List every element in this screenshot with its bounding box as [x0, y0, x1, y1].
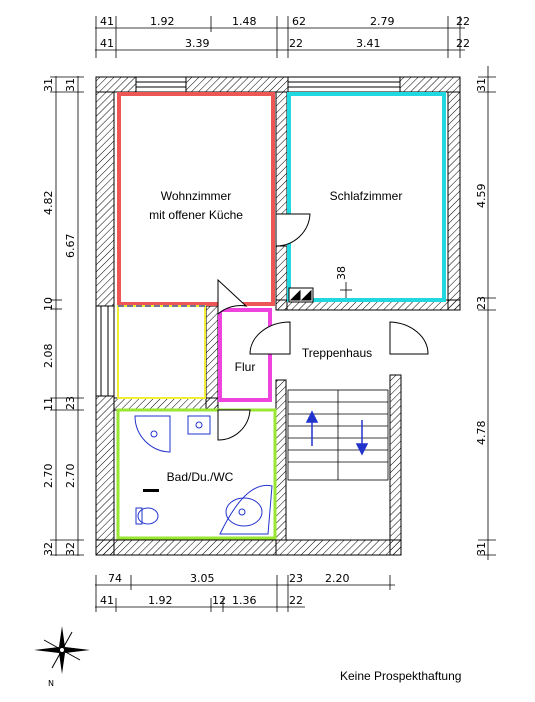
top-dimension-texts-row2: 41 3.39 22 3.41 22	[100, 37, 470, 50]
disclaimer-text: Keine Prospekthaftung	[340, 669, 461, 683]
dim-left-7: 32	[42, 542, 55, 556]
dim-top-4: 62	[292, 15, 306, 28]
door-schlafzimmer	[275, 213, 311, 247]
room-outline-diele	[117, 305, 206, 399]
room-outline-schlafzimmer	[287, 92, 446, 302]
right-dimension-texts: 31 4.59 23 4.78 31	[475, 78, 488, 556]
dim-bottom-3: 23	[289, 572, 303, 585]
top-dimension-texts-row1: 41 1.92 1.48 62 2.79 22	[100, 15, 470, 28]
dim-bottom2-4: 1.36	[232, 594, 257, 607]
dim-top-1: 41	[100, 15, 114, 28]
left-dimension-texts-inner: 31 6.67 23 2.70 32	[64, 78, 77, 556]
dim-right-2: 4.59	[475, 184, 488, 209]
door-bad	[217, 409, 251, 441]
compass-icon	[34, 626, 90, 674]
dim-bottom2-3: 12	[212, 594, 226, 607]
room-label-schlafzimmer: Schlafzimmer	[330, 189, 403, 203]
dim-right-1: 31	[475, 78, 488, 92]
room-label-treppenhaus: Treppenhaus	[302, 346, 372, 360]
room-outline-bad	[116, 408, 277, 540]
stair-arrows	[305, 410, 369, 456]
dim-top-5: 2.79	[370, 15, 395, 28]
sink-icon	[187, 415, 211, 435]
dim-left-1: 31	[42, 78, 55, 92]
bathtub-icon	[219, 484, 273, 535]
toilet-icon	[137, 507, 159, 525]
bottom-dimension-lines	[95, 575, 395, 612]
dim-left-3: 10	[42, 297, 55, 311]
top-dimension-lines	[95, 16, 465, 58]
dim-left-5: 11	[42, 397, 55, 411]
bath-towel-rail	[143, 489, 159, 492]
staircase	[287, 389, 389, 481]
dim-leftin-4: 2.70	[64, 464, 77, 489]
bottom-dimension-texts-row1: 74 3.05 23 2.20	[108, 572, 350, 585]
room-label-bad: Bad/Du./WC	[167, 470, 234, 484]
left-dimension-texts-outer: 31 4.82 10 2.08 11 2.70 32	[42, 78, 55, 556]
windows	[95, 76, 401, 397]
dim-bottom2-2: 1.92	[148, 594, 173, 607]
door-treppenhaus	[249, 321, 291, 355]
compass-label: N	[48, 679, 54, 688]
dim-bottom-2: 3.05	[190, 572, 215, 585]
dim-left-6: 2.70	[42, 464, 55, 489]
left-dimension-lines	[50, 76, 84, 556]
dim-top-6: 22	[456, 15, 470, 28]
door-wohnzimmer-flur	[217, 278, 248, 316]
dim-top2-3: 22	[289, 37, 303, 50]
right-dimension-lines	[478, 66, 496, 560]
dim-leftin-2: 6.67	[64, 234, 77, 259]
room-outline-flur	[218, 308, 272, 402]
dim-left-4: 2.08	[42, 344, 55, 369]
shower-icon	[134, 415, 171, 453]
dim-leftin-3: 23	[64, 396, 77, 410]
door-treppenhaus-right	[389, 321, 429, 355]
room-label-wohnzimmer-sub: mit offener Küche	[149, 208, 243, 222]
dim-top-2: 1.92	[150, 15, 175, 28]
room-label-wohnzimmer: Wohnzimmer	[161, 189, 231, 203]
dim-bottom2-5: 22	[289, 594, 303, 607]
dim-right-5: 31	[475, 542, 488, 556]
dim-top2-1: 41	[100, 37, 114, 50]
dim-left-2: 4.82	[42, 191, 55, 216]
dim-top-3: 1.48	[232, 15, 257, 28]
dim-right-3: 23	[475, 296, 488, 310]
dim-top2-5: 22	[456, 37, 470, 50]
dim-leftin-5: 32	[64, 542, 77, 556]
dim-right-4: 4.78	[475, 421, 488, 446]
bath-fixtures	[134, 415, 273, 535]
dim-bottom-4: 2.20	[325, 572, 350, 585]
dim-leftin-1: 31	[64, 78, 77, 92]
doors	[217, 213, 429, 441]
shaft-fixture	[288, 287, 314, 303]
dim-top2-4: 3.41	[356, 37, 381, 50]
dim-top2-2: 3.39	[185, 37, 210, 50]
dim-inner-38: 38	[335, 266, 348, 280]
room-label-flur: Flur	[235, 360, 256, 374]
bottom-dimension-texts-row2: 41 1.92 12 1.36 22	[100, 594, 303, 607]
walls	[95, 76, 461, 556]
room-outline-wohnzimmer	[117, 92, 275, 306]
dim-bottom2-1: 41	[100, 594, 114, 607]
dim-bottom-1: 74	[108, 572, 122, 585]
inner-dimension-marker	[340, 282, 352, 298]
